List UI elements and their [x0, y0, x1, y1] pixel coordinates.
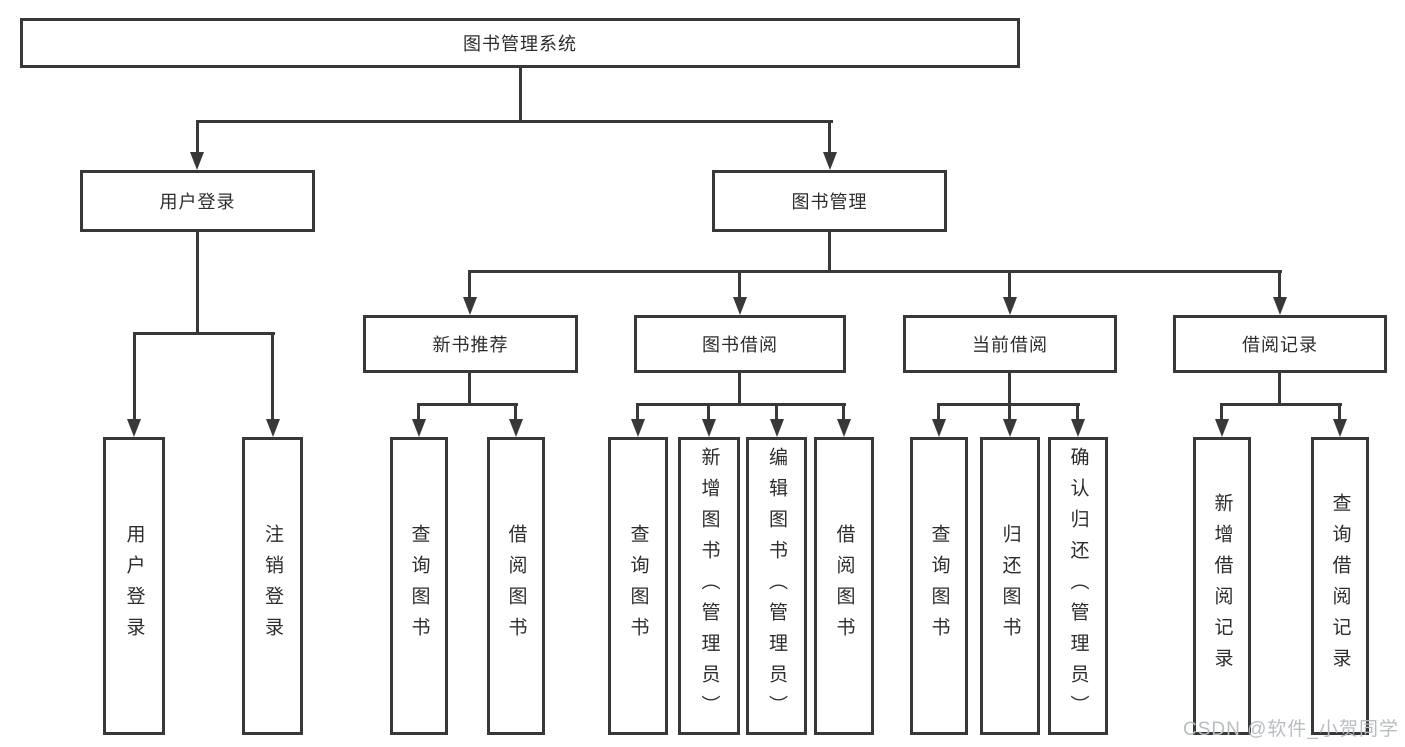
leaf-book-borrow-query: 查询图书	[608, 437, 668, 735]
leaf-current-borrow-return: 归还图书	[980, 437, 1040, 735]
connector-current-borrow-leaf3-dropline	[1076, 403, 1079, 422]
leaf-book-borrow-add: 新增图书（管理员）	[678, 437, 740, 735]
leaf-current-borrow-confirm: 确认归还（管理员）	[1048, 437, 1108, 735]
leaf-book-borrow-borrow: 借阅图书	[814, 437, 874, 735]
connector-level1-bar	[196, 120, 833, 123]
node-borrow-records: 借阅记录	[1173, 315, 1387, 373]
arrowhead-book-borrow-leaf2	[702, 419, 716, 437]
node-book-mgmt: 图书管理	[712, 170, 947, 232]
node-user-login: 用户登录	[80, 170, 315, 232]
leaf-new-books-borrow: 借阅图书	[487, 437, 545, 735]
leaf-current-borrow-query-label: 查询图书	[928, 524, 950, 648]
arrowhead-book-borrow-leaf1	[631, 419, 645, 437]
connector-current-borrow-dropline	[1008, 270, 1011, 300]
connector-borrow-records-leaf2-dropline	[1338, 403, 1341, 422]
arrowhead-to-user-login	[190, 152, 204, 170]
leaf-book-borrow-query-label: 查询图书	[627, 524, 649, 648]
leaf-borrow-records-query: 查询借阅记录	[1311, 437, 1369, 735]
leaf-borrow-records-add: 新增借阅记录	[1193, 437, 1251, 735]
connector-book-borrow-dropline	[738, 270, 741, 300]
leaf-book-borrow-add-label: 新增图书（管理员）	[698, 446, 720, 726]
connector-book-mgmt-dropline	[828, 120, 831, 155]
leaf-logout-label: 注销登录	[262, 524, 283, 648]
leaf-book-borrow-edit-label: 编辑图书（管理员）	[766, 446, 787, 726]
arrowhead-book-borrow-leaf4	[837, 419, 851, 437]
node-user-login-label: 用户登录	[159, 192, 236, 212]
arrowhead-to-borrow-records	[1273, 297, 1287, 315]
node-book-borrow-label: 图书借阅	[702, 335, 778, 355]
connector-borrow-records-leaf1-dropline	[1220, 403, 1223, 422]
connector-user-login-bar	[133, 332, 275, 335]
node-root-label: 图书管理系统	[463, 34, 577, 54]
leaf-user-login: 用户登录	[103, 437, 165, 735]
leaf-new-books-query-label: 查询图书	[408, 524, 430, 648]
connector-book-borrow-leaf4-dropline	[842, 403, 845, 422]
node-new-books: 新书推荐	[363, 315, 578, 373]
arrowhead-current-borrow-leaf3	[1071, 419, 1085, 437]
connector-current-borrow-leaf1-dropline	[937, 403, 940, 422]
leaf-user-login-label: 用户登录	[123, 524, 145, 648]
connector-book-borrow-leaf1-dropline	[636, 403, 639, 422]
leaf-borrow-records-add-label: 新增借阅记录	[1211, 493, 1233, 679]
arrowhead-current-borrow-leaf2	[1003, 419, 1017, 437]
connector-book-borrow-stem	[738, 373, 741, 406]
connector-book-borrow-bar	[636, 403, 846, 406]
arrowhead-to-new-books	[463, 297, 477, 315]
connector-user-login-stem	[196, 232, 199, 335]
arrowhead-user-login-leaf2	[266, 419, 280, 437]
connector-level2-bar	[468, 270, 1282, 273]
leaf-current-borrow-query: 查询图书	[910, 437, 968, 735]
arrowhead-to-book-mgmt	[823, 152, 837, 170]
node-current-borrow: 当前借阅	[903, 315, 1117, 373]
arrowhead-book-borrow-leaf3	[770, 419, 784, 437]
node-book-mgmt-label: 图书管理	[791, 192, 868, 212]
connector-root-stem	[519, 68, 522, 120]
arrowhead-new-books-leaf2	[509, 419, 523, 437]
node-new-books-label: 新书推荐	[432, 335, 509, 355]
node-book-borrow: 图书借阅	[634, 315, 846, 373]
leaf-logout: 注销登录	[242, 437, 303, 735]
node-borrow-records-label: 借阅记录	[1242, 335, 1318, 355]
csdn-watermark: CSDN @软件_小贺同学	[1183, 719, 1399, 740]
connector-borrow-records-stem	[1278, 373, 1281, 406]
arrowhead-borrow-records-leaf1	[1215, 419, 1229, 437]
connector-current-borrow-stem	[1008, 373, 1011, 406]
connector-new-books-stem	[468, 373, 471, 406]
arrowhead-user-login-leaf1	[127, 419, 141, 437]
connector-borrow-records-dropline	[1278, 270, 1281, 300]
connector-user-login-dropline	[196, 120, 199, 155]
leaf-new-books-borrow-label: 借阅图书	[505, 524, 527, 648]
node-current-borrow-label: 当前借阅	[972, 335, 1048, 355]
leaf-new-books-query: 查询图书	[390, 437, 448, 735]
leaf-book-borrow-borrow-label: 借阅图书	[833, 524, 855, 648]
arrowhead-borrow-records-leaf2	[1333, 419, 1347, 437]
connector-book-borrow-leaf3-dropline	[775, 403, 778, 422]
connector-new-books-leaf2-dropline	[514, 403, 517, 422]
connector-new-books-bar	[417, 403, 518, 406]
arrowhead-new-books-leaf1	[412, 419, 426, 437]
arrowhead-to-current-borrow	[1003, 297, 1017, 315]
leaf-current-borrow-return-label: 归还图书	[999, 524, 1021, 648]
connector-user-login-leaf1-dropline	[133, 332, 136, 422]
leaf-book-borrow-edit: 编辑图书（管理员）	[746, 437, 807, 735]
leaf-current-borrow-confirm-label: 确认归还（管理员）	[1067, 446, 1089, 726]
leaf-borrow-records-query-label: 查询借阅记录	[1329, 493, 1351, 679]
connector-user-login-leaf2-dropline	[271, 332, 274, 422]
connector-book-borrow-leaf2-dropline	[707, 403, 710, 422]
connector-current-borrow-leaf2-dropline	[1008, 403, 1011, 422]
node-root: 图书管理系统	[20, 18, 1020, 68]
arrowhead-current-borrow-leaf1	[932, 419, 946, 437]
arrowhead-to-book-borrow	[733, 297, 747, 315]
connector-new-books-dropline	[468, 270, 471, 300]
connector-borrow-records-bar	[1220, 403, 1342, 406]
connector-book-mgmt-stem	[828, 232, 831, 273]
connector-new-books-leaf1-dropline	[417, 403, 420, 422]
